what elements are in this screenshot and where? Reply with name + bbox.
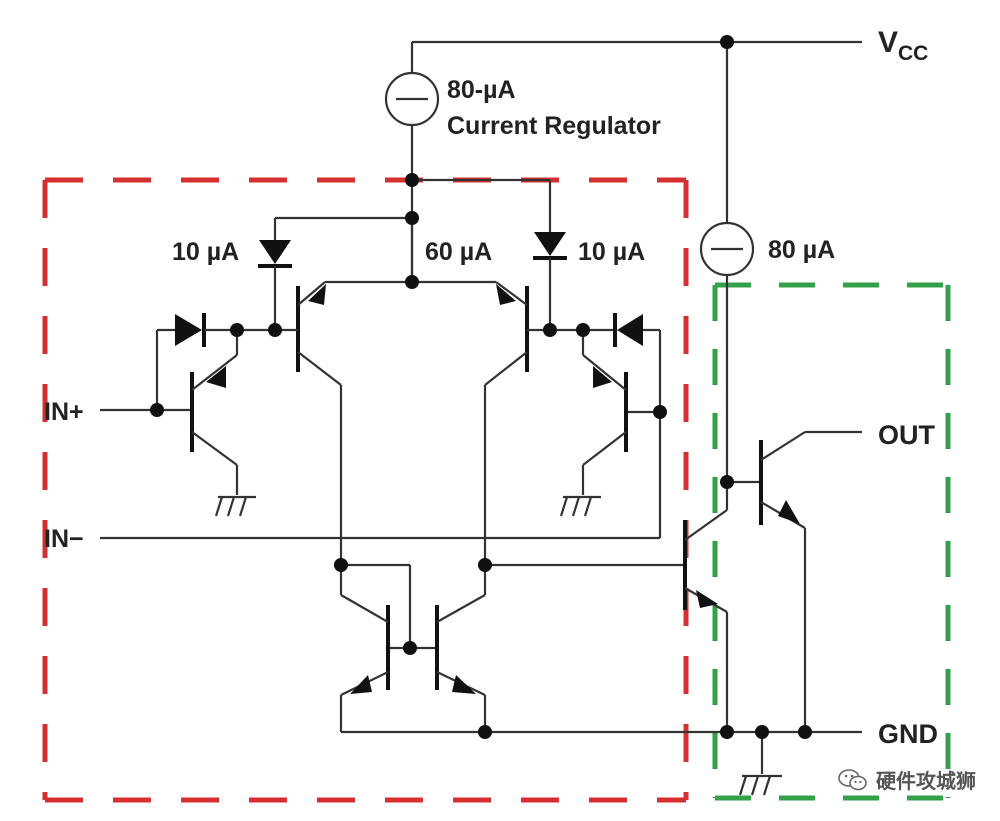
transistor-q-left-pnp: [275, 281, 343, 565]
transistor-output-npn: [727, 430, 862, 732]
diode-left-10ua: [258, 218, 292, 330]
regulator-name-label: Current Regulator: [447, 112, 661, 140]
out-label: OUT: [878, 420, 936, 450]
input-protection-right: [550, 313, 662, 538]
input-protection-left: [155, 313, 275, 410]
output-current-label: 80 µA: [768, 236, 835, 264]
center-current-label: 60 µA: [425, 238, 492, 266]
in-minus-label: IN−: [44, 525, 84, 553]
output-stage-box: [712, 282, 951, 801]
current-source-80ua-output: [699, 221, 755, 277]
ground-symbol-left: [214, 495, 256, 517]
wechat-icon: [838, 768, 867, 790]
gnd-label: GND: [878, 719, 938, 749]
watermark-text: 硬件攻城狮: [876, 769, 976, 793]
transistor-output-pnp: [683, 482, 729, 732]
ground-symbol-output: [738, 732, 782, 796]
watermark: 硬件攻城狮: [838, 765, 976, 794]
junction-dots: [150, 35, 812, 739]
vcc-label: VCC: [878, 26, 928, 65]
ground-symbol-right: [559, 495, 601, 517]
transistor-q-right-pnp: [483, 281, 550, 565]
regulator-current-label: 80-µA: [447, 76, 516, 104]
current-mirror: [339, 563, 487, 732]
input-stage-box: [42, 177, 689, 803]
diode-right-10ua: [533, 180, 567, 330]
right-current-label: 10 µA: [578, 238, 645, 266]
current-regulator-80ua: [384, 71, 440, 127]
transistor-input-minus-pnp: [581, 354, 660, 495]
in-plus-label: IN+: [44, 398, 84, 426]
left-current-label: 10 µA: [172, 238, 239, 266]
transistor-input-plus-pnp: [100, 354, 239, 495]
